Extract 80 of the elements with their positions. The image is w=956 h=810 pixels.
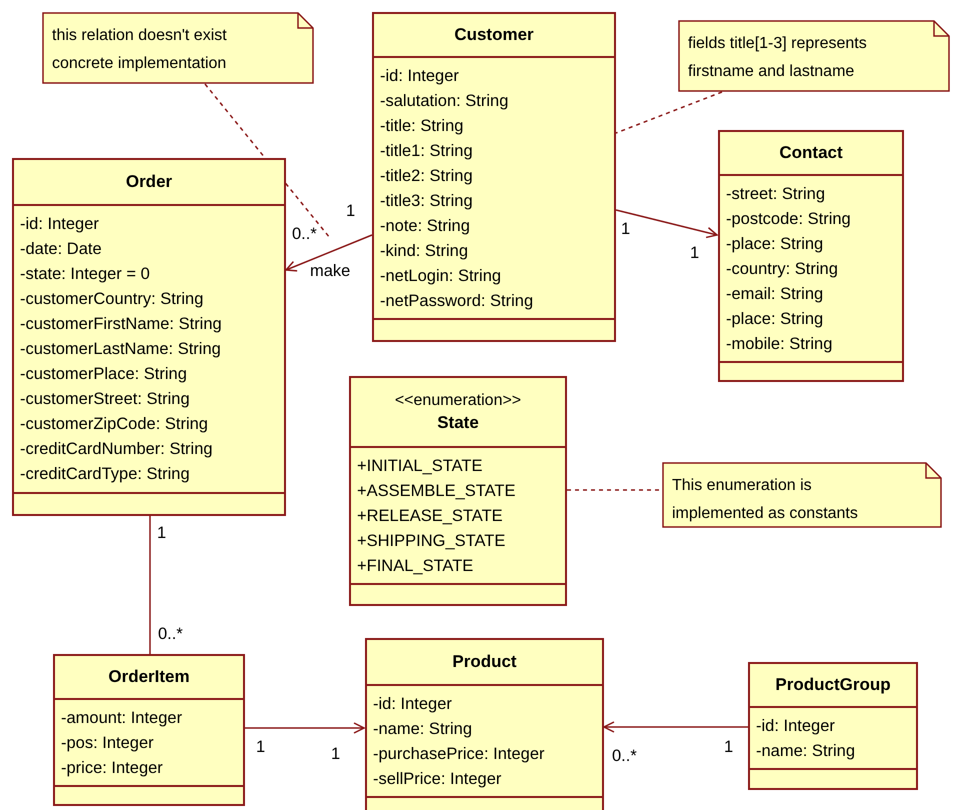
attribute-text: -price: Integer xyxy=(61,758,164,779)
attribute-text: +INITIAL_STATE xyxy=(357,456,484,477)
class-name: Customer xyxy=(454,24,534,46)
association-arrow xyxy=(245,722,365,734)
note-text: this relation doesn't exist concrete implementation xyxy=(52,26,228,74)
multiplicity-label: 0..* xyxy=(158,625,183,643)
class-name: OrderItem xyxy=(108,666,190,688)
attribute-text: -place: String xyxy=(726,234,824,255)
class-box xyxy=(349,376,567,606)
association-arrow xyxy=(285,234,372,272)
attribute-text: -id: Integer xyxy=(756,716,836,737)
association-line xyxy=(149,516,151,654)
attribute-text: -purchasePrice: Integer xyxy=(373,744,546,765)
class-box xyxy=(365,638,604,810)
attribute-text: -creditCardNumber: String xyxy=(20,439,214,460)
attribute-text: -pos: Integer xyxy=(61,733,155,754)
attribute-text: -sellPrice: Integer xyxy=(373,769,502,790)
note-link xyxy=(567,489,662,491)
attribute-text: -creditCardType: String xyxy=(20,464,191,485)
note-box xyxy=(662,462,942,528)
class-name: Order xyxy=(126,171,172,193)
attribute-text: -id: Integer xyxy=(373,694,453,715)
class-box xyxy=(718,130,904,382)
class-name: Product xyxy=(452,651,517,673)
attribute-text: -postcode: String xyxy=(726,209,852,230)
attribute-text: -customerLastName: String xyxy=(20,339,222,360)
attribute-text: -netPassword: String xyxy=(380,291,534,312)
note-box xyxy=(678,20,950,92)
attribute-text: -customerStreet: String xyxy=(20,389,191,410)
attribute-text: -title: String xyxy=(380,116,464,137)
attribute-text: -amount: Integer xyxy=(61,708,184,729)
multiplicity-label: 1 xyxy=(157,524,166,542)
attribute-text: +SHIPPING_STATE xyxy=(357,531,506,552)
class-box xyxy=(748,662,918,790)
multiplicity-label: 1 xyxy=(331,745,340,763)
attribute-text: -name: String xyxy=(373,719,474,740)
attribute-text: -title1: String xyxy=(380,141,474,162)
attribute-text: +RELEASE_STATE xyxy=(357,506,504,527)
attribute-text: -date: Date xyxy=(20,239,103,260)
attribute-text: -state: Integer = 0 xyxy=(20,264,151,285)
multiplicity-label: 0..* xyxy=(292,225,317,243)
note-text: fields title[1-3] represents firstname and lastname xyxy=(688,34,868,82)
attribute-text: -name: String xyxy=(756,741,856,762)
multiplicity-label: 1 xyxy=(346,202,356,220)
class-name: State xyxy=(437,412,479,434)
stereotype-text: <<enumeration>> xyxy=(394,391,522,411)
attribute-text: -kind: String xyxy=(380,241,470,262)
association-arrow xyxy=(616,209,718,238)
attribute-text: -title3: String xyxy=(380,191,474,212)
attribute-text: -salutation: String xyxy=(380,91,510,112)
multiplicity-label: 1 xyxy=(724,738,734,756)
class-name: ProductGroup xyxy=(775,674,891,696)
attribute-text: -title2: String xyxy=(380,166,474,187)
multiplicity-label: 1 xyxy=(690,244,700,262)
attribute-text: -note: String xyxy=(380,216,471,237)
attribute-text: +FINAL_STATE xyxy=(357,556,474,577)
attribute-text: -mobile: String xyxy=(726,334,834,355)
attribute-text: -id: Integer xyxy=(380,66,460,87)
class-box xyxy=(12,158,286,516)
class-name: Contact xyxy=(779,142,843,164)
note-text: This enumeration is implemented as constants xyxy=(672,476,859,524)
note-link xyxy=(616,91,722,134)
attribute-text: -customerCountry: String xyxy=(20,289,204,310)
attribute-text: -country: String xyxy=(726,259,839,280)
multiplicity-label: 1 xyxy=(621,220,630,238)
attribute-text: -id: Integer xyxy=(20,214,100,235)
attribute-text: +ASSEMBLE_STATE xyxy=(357,481,516,502)
class-box xyxy=(53,654,245,806)
association-arrow xyxy=(603,721,748,733)
attribute-text: -email: String xyxy=(726,284,824,305)
attribute-text: -customerZipCode: String xyxy=(20,414,209,435)
note-box xyxy=(42,12,314,84)
multiplicity-label: 1 xyxy=(256,738,266,756)
attribute-text: -place: String xyxy=(726,309,824,330)
attribute-text: -netLogin: String xyxy=(380,266,502,287)
attribute-text: -customerFirstName: String xyxy=(20,314,223,335)
attribute-text: -customerPlace: String xyxy=(20,364,188,385)
class-box xyxy=(372,12,616,342)
multiplicity-label: 0..* xyxy=(612,747,637,765)
attribute-text: -street: String xyxy=(726,184,826,205)
